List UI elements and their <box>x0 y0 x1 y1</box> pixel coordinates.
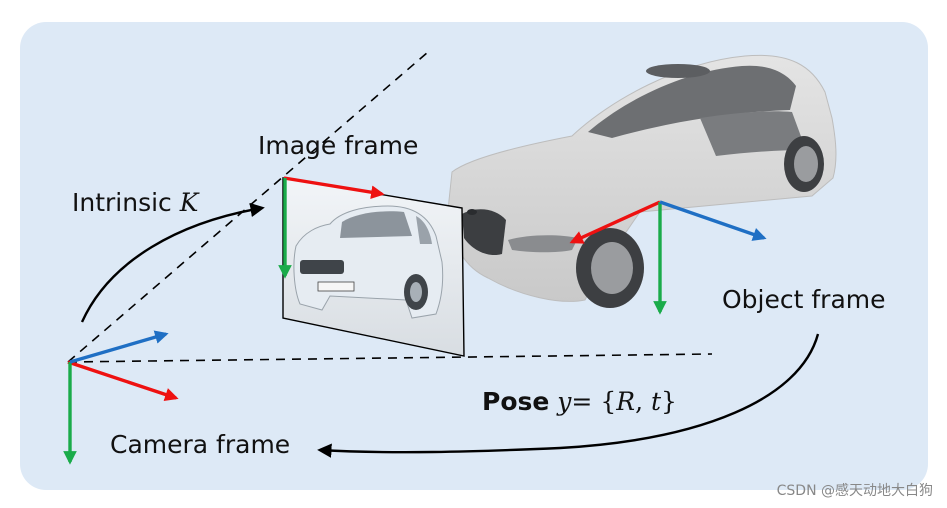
frustum-dashed-line-lower <box>67 353 713 363</box>
watermark: CSDN @感天动地大白狗 <box>776 483 933 499</box>
object-axis-z <box>659 200 767 241</box>
camera-frame-text: Camera frame <box>110 430 291 459</box>
image-frame-text: Image frame <box>258 131 419 160</box>
image-axis-u <box>283 176 385 199</box>
camera-frame-axes <box>63 330 179 465</box>
image-plane <box>282 177 465 357</box>
pose-label: Pose y= {R, t} <box>482 387 677 417</box>
camera-axis-x <box>67 360 179 402</box>
intrinsic-text: Intrinsic <box>72 188 172 217</box>
pose-comma: , <box>635 387 651 416</box>
pose-curve-arrow <box>317 333 820 458</box>
pose-R: R <box>616 387 636 416</box>
image-car-photo <box>293 205 444 319</box>
pose-word: Pose <box>482 387 550 416</box>
pose-y: y <box>557 387 572 416</box>
camera-axis-z <box>69 330 169 364</box>
camera-frame-label: Camera frame <box>110 430 290 460</box>
car-illustration <box>447 54 837 308</box>
image-frame-label: Image frame <box>258 131 418 161</box>
object-frame-axes <box>569 200 767 315</box>
object-frame-label: Object frame <box>722 285 886 315</box>
intrinsic-symbol: K <box>179 188 199 217</box>
object-frame-text: Object frame <box>722 285 886 314</box>
pose-close: } <box>661 387 677 416</box>
pose-eq: = { <box>571 387 617 416</box>
pose-t: t <box>650 387 662 416</box>
intrinsic-curve-arrow <box>80 202 265 323</box>
object-axis-x <box>569 200 661 244</box>
intrinsic-label: Intrinsic K <box>72 188 198 218</box>
image-frame-axes <box>278 176 385 279</box>
